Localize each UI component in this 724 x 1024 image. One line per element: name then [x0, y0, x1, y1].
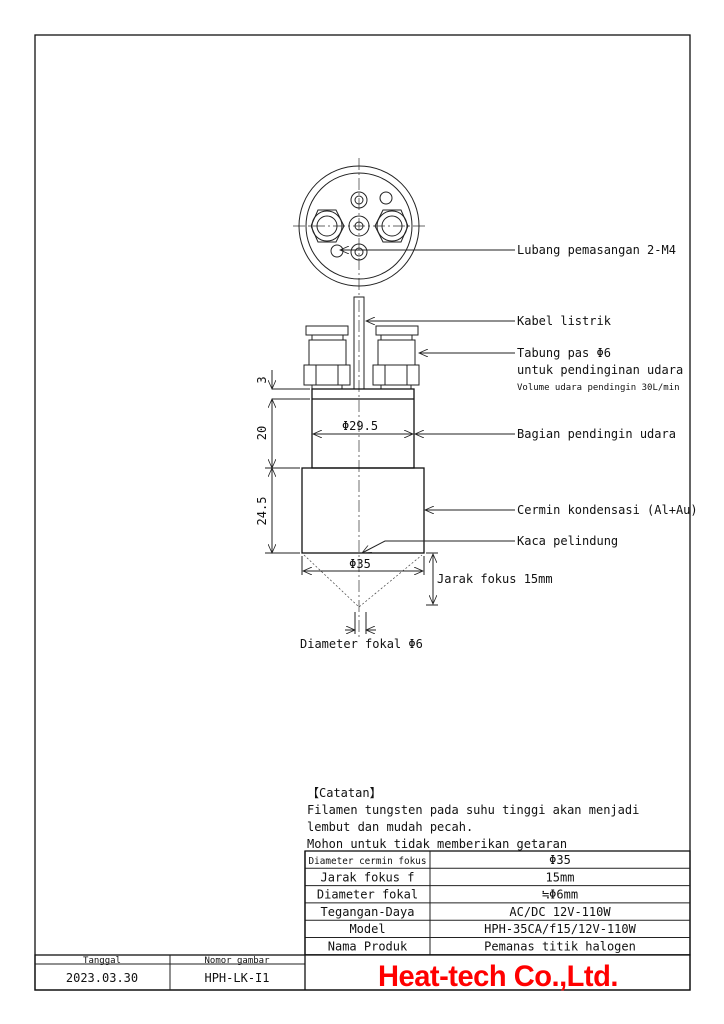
fitting-hex-left: [310, 209, 345, 243]
spec-row: Nama Produk Pemanas titik halogen: [328, 940, 636, 954]
spec-label: Jarak fokus f: [321, 870, 415, 884]
spec-row: Tegangan-Daya AC/DC 12V-110W: [321, 905, 612, 919]
label-mirror: Cermin kondensasi (Al+Au): [517, 503, 698, 517]
spec-value: HPH-35CA/f15/12V-110W: [484, 922, 636, 936]
mounting-hole-icon: [379, 191, 393, 205]
spec-value: Φ35: [549, 853, 571, 867]
notes: 【Catatan】 Filamen tungsten pada suhu tin…: [307, 786, 639, 851]
drawing-no-value: HPH-LK-I1: [204, 971, 269, 985]
title-block: Tanggal 2023.03.30 Nomor gambar HPH-LK-I…: [34, 851, 691, 993]
label-focal-distance: Jarak fokus 15mm: [437, 572, 553, 586]
spec-label: Model: [349, 922, 385, 936]
spec-value: 15mm: [546, 870, 575, 884]
top-view: [293, 158, 425, 295]
spec-row: Jarak fokus f 15mm: [321, 870, 575, 884]
drawing-no-label: Nomor gambar: [204, 956, 270, 966]
fitting-hex-right: [374, 209, 409, 243]
spec-value: Pemanas titik halogen: [484, 940, 636, 954]
mounting-hole-icon: [330, 244, 344, 258]
label-tube-fitting-2: untuk pendinginan udara: [517, 363, 683, 377]
label-mounting-holes: Lubang pemasangan 2-M4: [517, 243, 676, 257]
label-cable: Kabel listrik: [517, 314, 612, 328]
spec-label: Diameter cermin fokus: [309, 856, 427, 867]
label-protective-glass: Kaca pelindung: [517, 534, 618, 548]
dim-cooling-diameter: Φ29.5: [342, 419, 378, 433]
note-line: Filamen tungsten pada suhu tinggi akan m…: [307, 803, 639, 817]
label-air-volume: Volume udara pendingin 30L/min: [517, 383, 680, 393]
condenser-mirror: [301, 467, 425, 554]
notes-title: 【Catatan】: [307, 786, 382, 800]
label-tube-fitting: Tabung pas Φ6: [517, 346, 611, 360]
note-line: Mohon untuk tidak memberikan getaran: [307, 837, 567, 851]
dim-cooling-height: 20: [255, 426, 269, 440]
date-value: 2023.03.30: [66, 971, 138, 985]
spec-label: Tegangan-Daya: [321, 905, 415, 919]
side-view: 3 20 24.5 Φ29.5 Φ35 Jarak fokus 15mm Dia…: [255, 296, 553, 651]
spec-label: Diameter fokal: [317, 888, 418, 902]
spec-row: Model HPH-35CA/f15/12V-110W: [349, 922, 636, 936]
spec-row: Diameter cermin fokus Φ35: [309, 853, 571, 867]
label-cooling-part: Bagian pendingin udara: [517, 427, 676, 441]
label-focal-diameter: Diameter fokal Φ6: [300, 637, 423, 651]
spec-row: Diameter fokal ≒Φ6mm: [317, 888, 578, 902]
dim-mirror-height: 24.5: [255, 497, 269, 526]
company-logo: Heat-tech Co.,Ltd.: [378, 960, 618, 993]
spec-value: ≒Φ6mm: [542, 888, 578, 902]
dim-mirror-diameter: Φ35: [349, 557, 371, 571]
leaders: Lubang pemasangan 2-M4 Kabel listrik Tab…: [340, 243, 698, 553]
dim-plate: 3: [255, 376, 269, 383]
date-label: Tanggal: [83, 956, 121, 966]
spec-value: AC/DC 12V-110W: [509, 905, 611, 919]
note-line: lembut dan mudah pecah.: [307, 820, 473, 834]
spec-label: Nama Produk: [328, 940, 408, 954]
